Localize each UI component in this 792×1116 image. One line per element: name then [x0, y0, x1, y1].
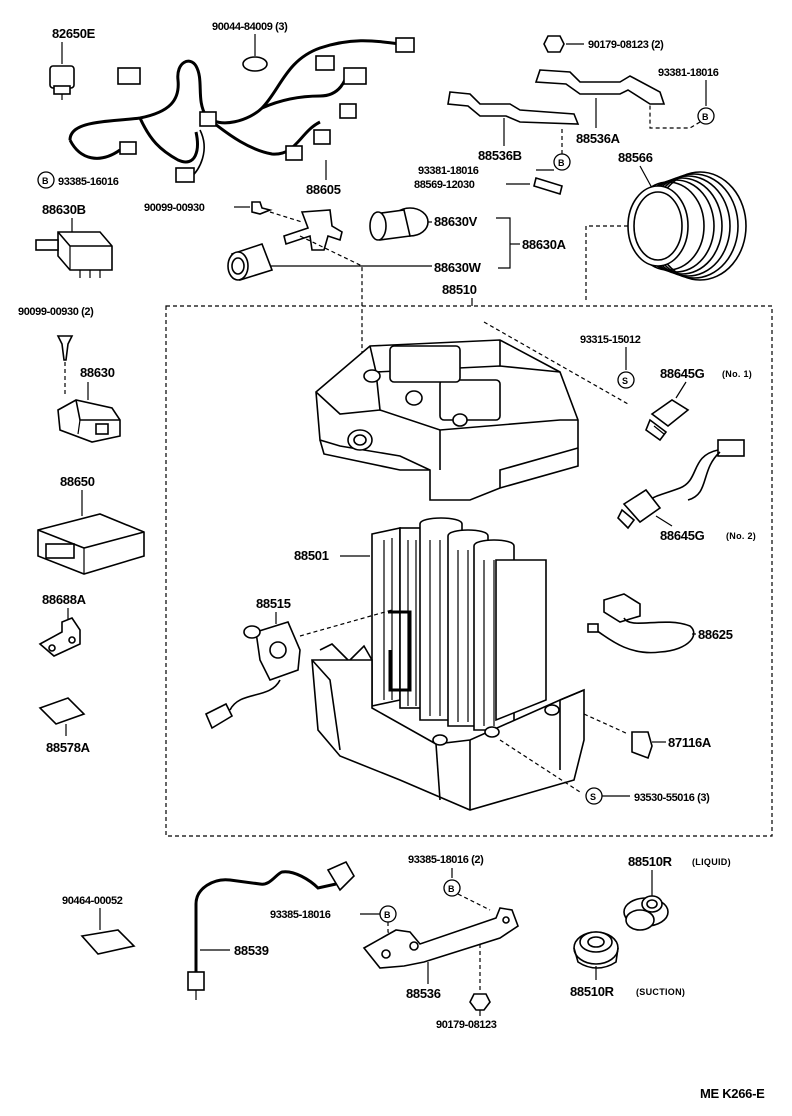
label-88569-12030: 88569-12030 [414, 179, 475, 191]
evaporator-upper-case [315, 339, 579, 501]
pad-90464 [80, 929, 136, 955]
label-88645g-no1: 88645G [660, 366, 705, 381]
label-82650e: 82650E [52, 26, 96, 41]
svg-text:B: B [702, 112, 709, 122]
expansion-valve-88515 [204, 621, 301, 730]
pressure-switch-88645g-no1 [645, 399, 690, 442]
label-90464-00052: 90464-00052 [62, 895, 123, 907]
label-88501: 88501 [294, 548, 329, 563]
assembly-boundary-88510 [165, 305, 773, 837]
svg-text:B: B [384, 910, 391, 920]
svg-text:B: B [42, 176, 49, 186]
label-93385-18016-2: 93385-18016 (2) [408, 854, 484, 866]
label-90099-00930-b: 90099-00930 (2) [18, 306, 94, 318]
bracket-88536 [362, 907, 519, 969]
evaporator-lower-case [311, 643, 585, 811]
label-88630: 88630 [80, 365, 115, 380]
bolt-symbol-93385-b: B [443, 879, 461, 897]
label-88510: 88510 [442, 282, 477, 297]
duct-88566 [627, 171, 747, 281]
bracket-88688a [38, 617, 81, 657]
screw-90099-a [251, 201, 273, 215]
label-90099-00930-a: 90099-00930 [144, 202, 205, 214]
label-88578a: 88578A [46, 740, 91, 755]
label-88536: 88536 [406, 986, 441, 1001]
bolt-symbol-93385-16016: B [37, 171, 55, 189]
svg-text:B: B [558, 158, 565, 168]
screw-symbol-93530: S [585, 787, 603, 805]
relay-88630v [369, 207, 429, 241]
svg-text:B: B [448, 884, 455, 894]
bracket-88536a [534, 69, 666, 105]
thermistor-88625 [587, 593, 695, 654]
label-88539: 88539 [234, 943, 269, 958]
grommet-88510r-suction [573, 931, 619, 969]
label-93381-18016-a: 93381-18016 [658, 67, 719, 79]
relay-88630b [35, 231, 113, 278]
wire-harness [68, 37, 415, 183]
label-90044-84009: 90044-84009 (3) [212, 21, 288, 33]
label-93315-15012: 93315-15012 [580, 334, 641, 346]
screw-symbol-93315: S [617, 371, 635, 389]
note-no2: (No. 2) [726, 531, 756, 541]
label-88688a: 88688A [42, 592, 87, 607]
grommet-88510r-liquid [623, 895, 669, 931]
relay-88630 [57, 399, 121, 443]
label-88510r-suction: 88510R [570, 984, 615, 999]
label-88536b: 88536B [478, 148, 522, 163]
label-88630w: 88630W [434, 260, 482, 275]
bolt-symbol-93385-c: B [379, 905, 397, 923]
label-87116a: 87116A [668, 735, 712, 750]
label-88515: 88515 [256, 596, 291, 611]
bracket-88536b [447, 91, 580, 125]
label-93385-18016-c: 93385-18016 [270, 909, 331, 921]
pad-88578a [38, 697, 86, 725]
label-88650: 88650 [60, 474, 95, 489]
bolt-90179-top [543, 35, 565, 53]
label-93381-18016-b: 93381-18016 [418, 165, 479, 177]
label-88566: 88566 [618, 150, 653, 165]
svg-text:S: S [590, 792, 596, 802]
label-88630b: 88630B [42, 202, 86, 217]
diagram-reference-code: ME K266-E [700, 1086, 765, 1101]
relay-connector-82650e [49, 65, 75, 100]
bolt-symbol-93381-a: B [697, 107, 715, 125]
relay-bracket-88630a [283, 209, 343, 251]
label-88630v: 88630V [434, 214, 478, 229]
screw-90099-b [56, 335, 74, 361]
bolt-symbol-93381-b: B [553, 153, 571, 171]
note-suction: (SUCTION) [636, 987, 685, 997]
label-88536a: 88536A [576, 131, 621, 146]
label-90179-08123-top: 90179-08123 (2) [588, 39, 664, 51]
amplifier-88650 [37, 513, 145, 575]
clip-87116a [631, 731, 653, 760]
note-liquid: (LIQUID) [692, 857, 731, 867]
label-90179-08123-bottom: 90179-08123 [436, 1019, 497, 1031]
relay-88630w [227, 242, 274, 282]
label-93530-55016: 93530-55016 (3) [634, 792, 710, 804]
svg-text:S: S [622, 376, 628, 386]
note-no1: (No. 1) [722, 369, 752, 379]
evaporator-core-88501 [371, 517, 547, 731]
tube-88539 [187, 860, 355, 1000]
label-93385-16016: 93385-16016 [58, 176, 119, 188]
label-88645g-no2: 88645G [660, 528, 705, 543]
label-88630a: 88630A [522, 237, 567, 252]
bolt-90179-bottom [469, 993, 491, 1011]
label-88510r-liquid: 88510R [628, 854, 673, 869]
pressure-switch-88645g-no2 [617, 439, 745, 530]
clamp-90044 [242, 56, 268, 72]
label-88605: 88605 [306, 182, 341, 197]
clip-88569 [533, 176, 563, 196]
label-88625: 88625 [698, 627, 733, 642]
